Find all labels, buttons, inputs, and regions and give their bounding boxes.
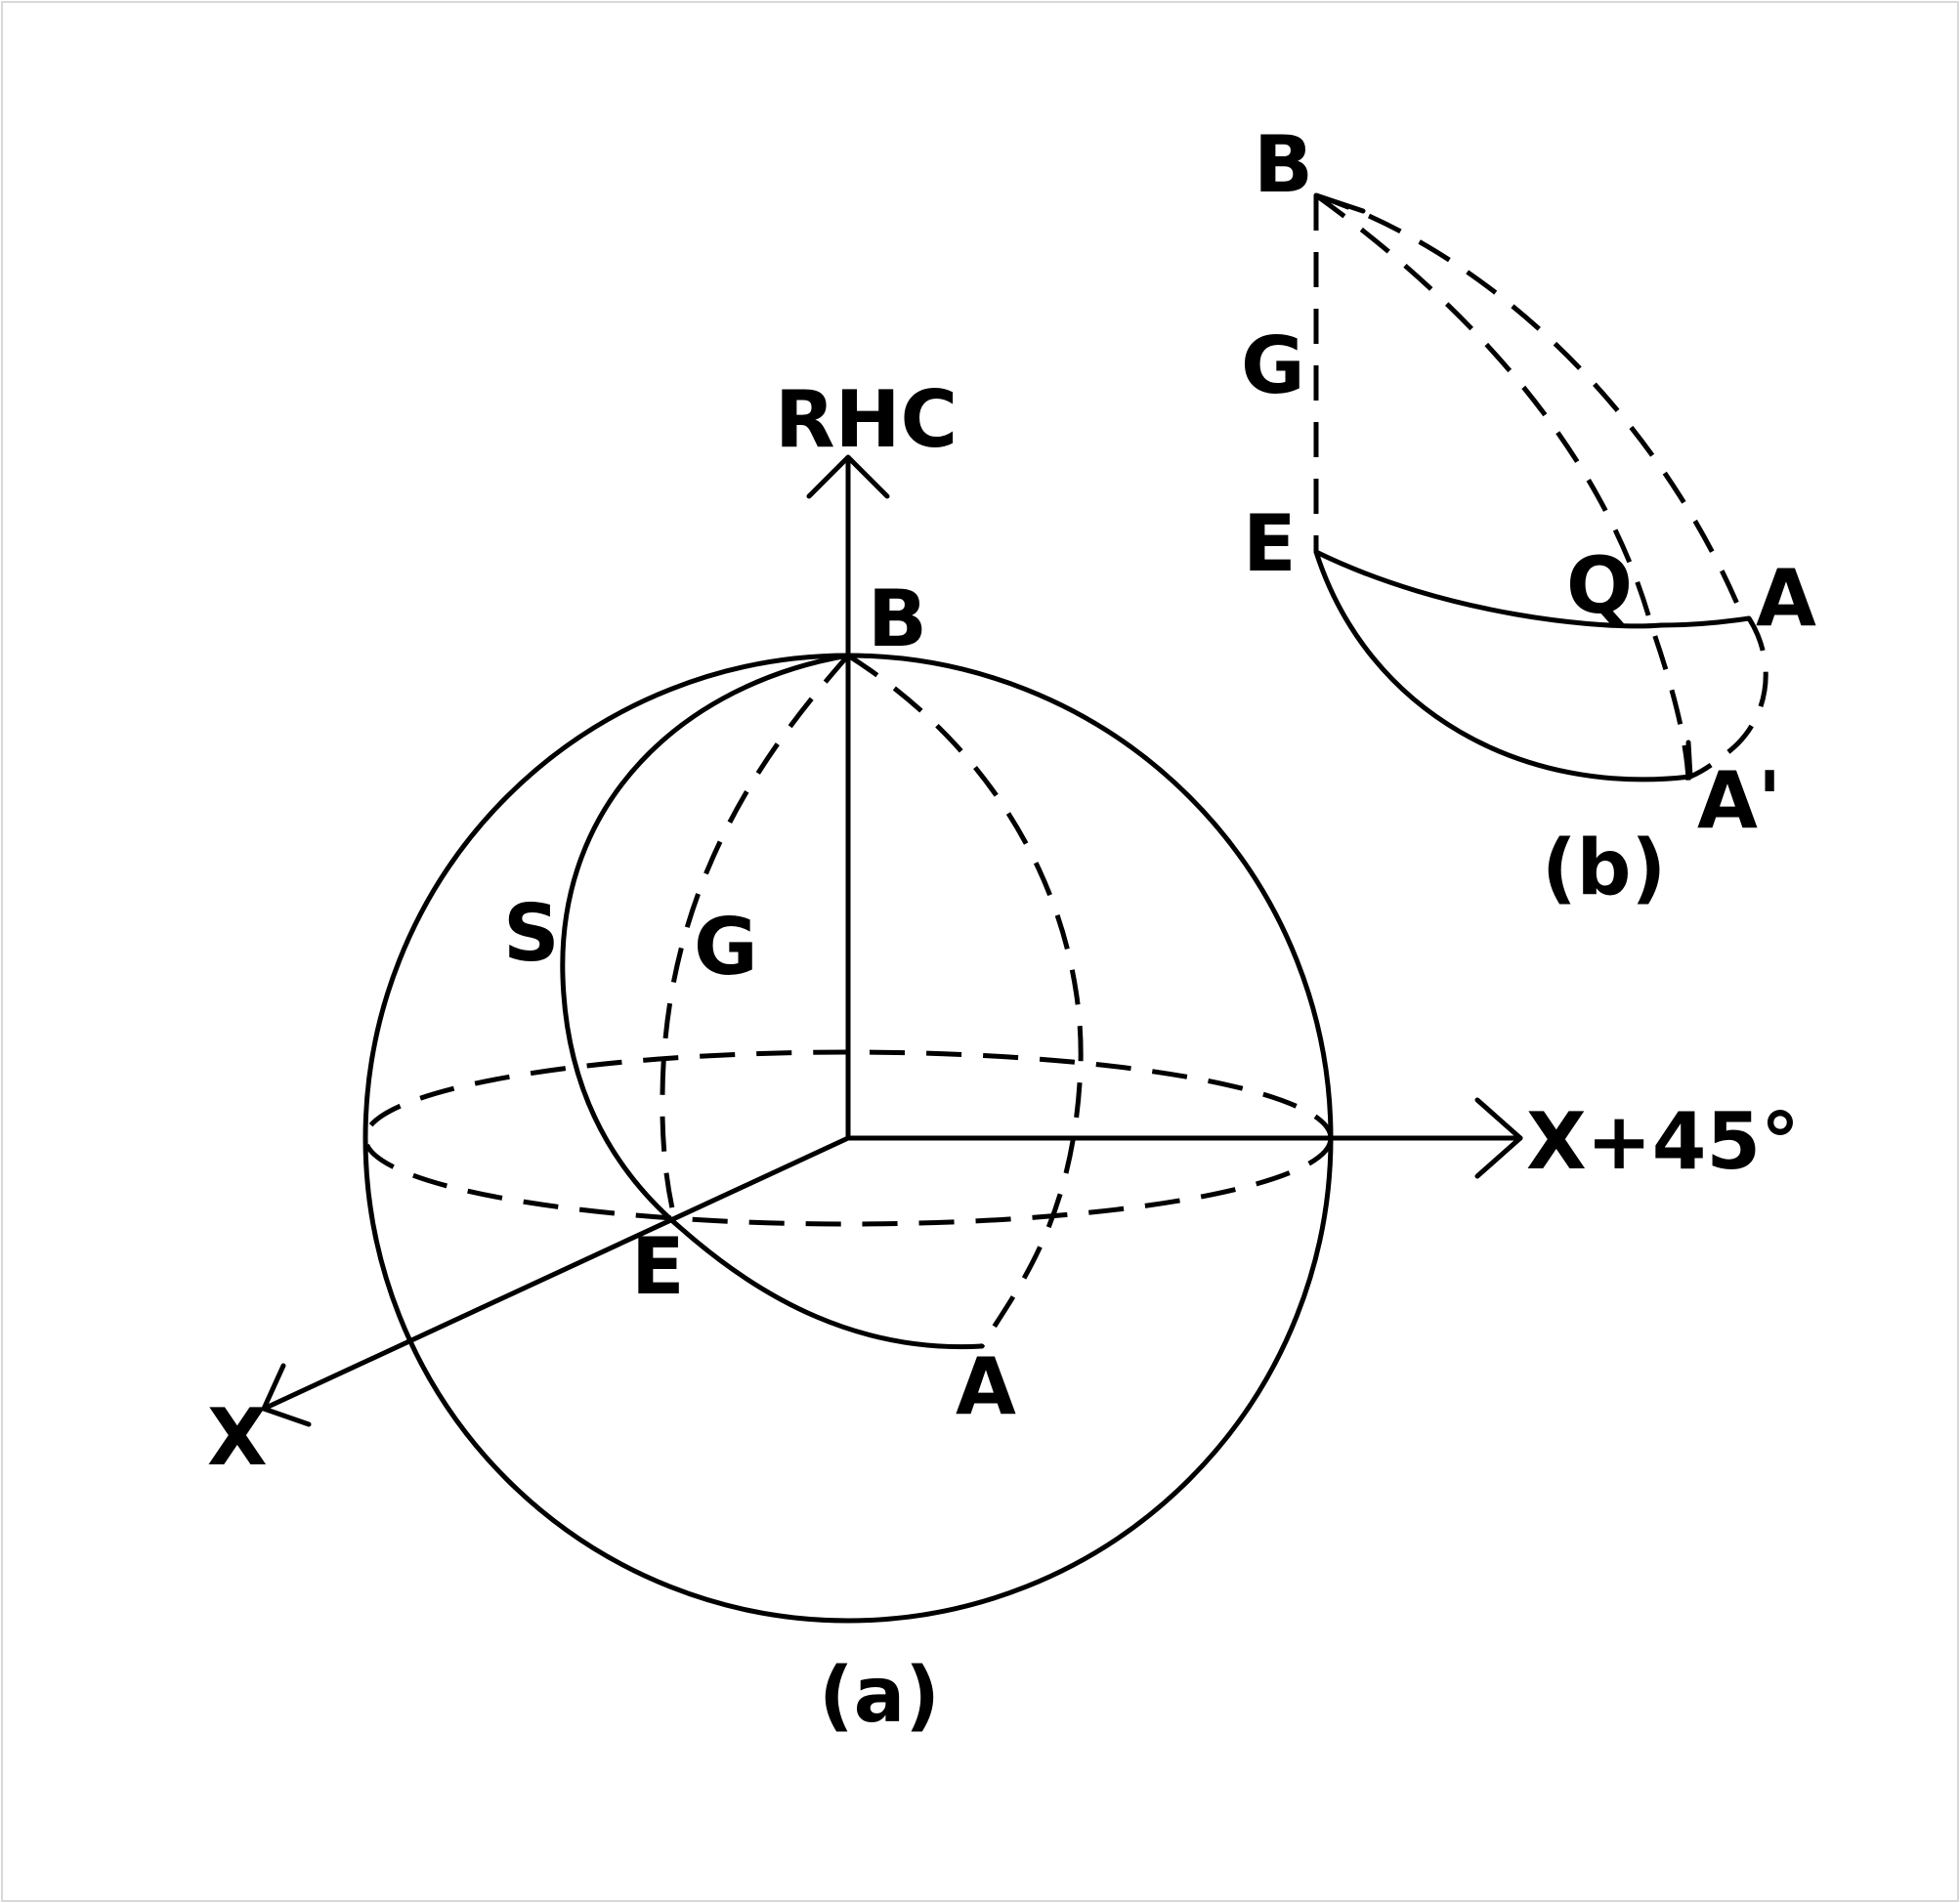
label-e: E bbox=[1243, 498, 1297, 589]
label-g: G bbox=[1241, 320, 1305, 411]
label-b: B bbox=[1254, 119, 1313, 210]
figure-b: B G E Q A A' (b) bbox=[1241, 119, 1816, 912]
arc-b-a bbox=[1315, 192, 1745, 616]
label-a: A bbox=[1756, 553, 1816, 644]
x-arrowhead bbox=[261, 1363, 312, 1427]
meridian-g bbox=[660, 654, 850, 1218]
caption-b: (b) bbox=[1542, 825, 1666, 912]
label-a: A bbox=[956, 1341, 1016, 1432]
arc-e-q-a bbox=[1313, 549, 1752, 629]
label-e: E bbox=[631, 1221, 685, 1312]
label-b: B bbox=[868, 573, 927, 664]
label-a-prime: A' bbox=[1697, 755, 1781, 846]
arc-e-aprime bbox=[1313, 549, 1693, 782]
arc-b-aprime bbox=[1314, 192, 1691, 782]
x-axis bbox=[261, 1135, 851, 1412]
label-s: S bbox=[503, 888, 560, 979]
label-g: G bbox=[694, 902, 758, 993]
label-x: X bbox=[207, 1392, 268, 1483]
great-circle-s bbox=[560, 653, 985, 1350]
caption-a: (a) bbox=[819, 1652, 940, 1740]
figure-a: RHC B S G E A X X+45° (a) bbox=[207, 374, 1800, 1740]
b-tip bbox=[1313, 192, 1366, 214]
label-rhc: RHC bbox=[775, 374, 958, 465]
label-x-plus-45: X+45° bbox=[1526, 1096, 1800, 1187]
aprime-tick bbox=[1685, 740, 1693, 780]
meridian-a bbox=[846, 653, 1084, 1348]
rhc-arrowhead bbox=[806, 454, 890, 499]
arc-a-aprime bbox=[1689, 616, 1768, 780]
x45-arrowhead bbox=[1474, 1097, 1523, 1179]
label-q: Q bbox=[1566, 540, 1633, 631]
